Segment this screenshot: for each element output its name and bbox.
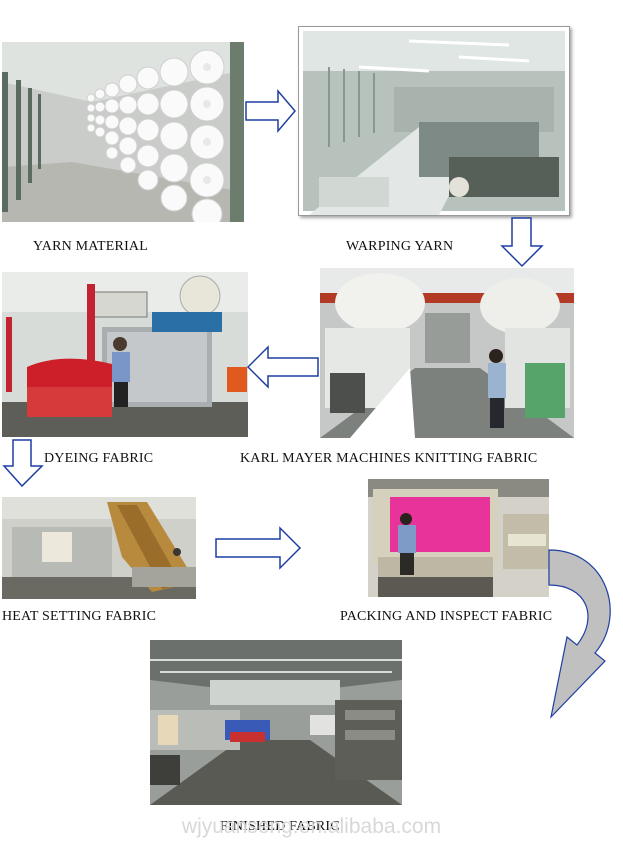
label-knitting-fabric: KARL MAYER MACHINES KNITTING FABRIC: [240, 451, 538, 466]
arrow-left-1: [246, 344, 320, 390]
arrow-down-2: [2, 438, 44, 488]
watermark: wjyuanseng.en.alibaba.com: [181, 815, 442, 838]
photo-heat-setting: [2, 497, 196, 599]
arrow-right-2: [214, 525, 302, 571]
photo-dyeing-fabric: [2, 272, 248, 437]
label-dyeing-fabric: DYEING FABRIC: [44, 451, 154, 466]
photo-knitting-fabric: [320, 268, 574, 438]
label-finished-fabric: FINISHED FABRIC: [220, 819, 340, 834]
photo-yarn-material: [2, 42, 244, 222]
arrow-right-1: [244, 88, 298, 134]
photo-packing-inspect: [368, 479, 549, 597]
photo-warping-yarn: [298, 26, 570, 216]
curved-arrow: [547, 545, 623, 720]
arrow-down-1: [500, 216, 544, 268]
label-warping-yarn: WARPING YARN: [346, 239, 454, 254]
photo-finished-fabric: [150, 640, 402, 805]
label-yarn-material: YARN MATERIAL: [33, 239, 148, 254]
label-heat-setting: HEAT SETTING FABRIC: [2, 609, 157, 624]
label-packing-inspect: PACKING AND INSPECT FABRIC: [340, 609, 553, 624]
